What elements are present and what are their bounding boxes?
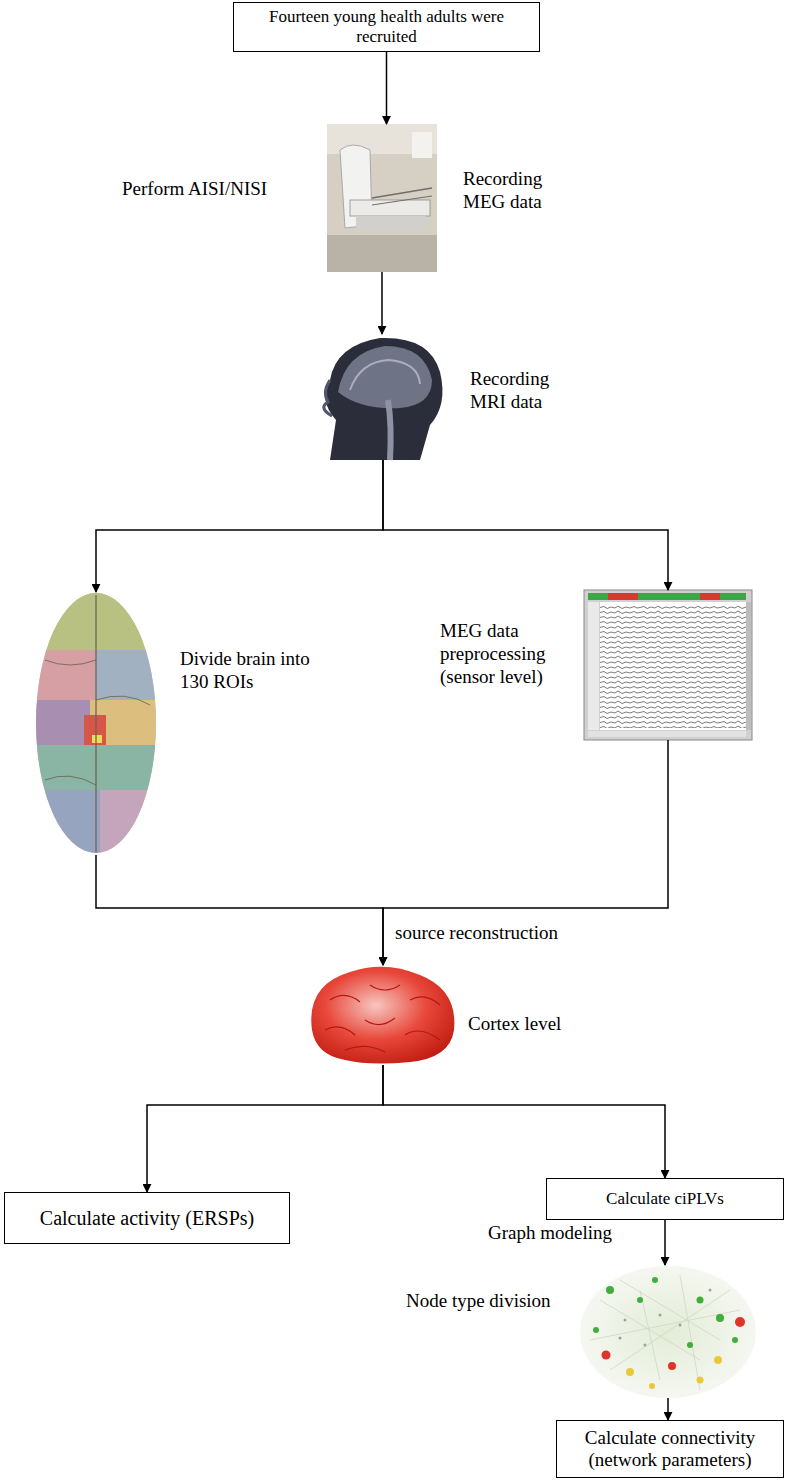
mri-image bbox=[303, 334, 463, 460]
illustration-node: Node type division bbox=[578, 1265, 758, 1398]
box-text: Fourteen young health adults were recrui… bbox=[240, 7, 533, 46]
process-box: Fourteen young health adults were recrui… bbox=[233, 2, 540, 52]
edge-label: Graph modeling bbox=[488, 1222, 612, 1245]
step-label: Node type division bbox=[406, 1290, 574, 1313]
flow-arrow bbox=[383, 460, 668, 590]
flow-arrow bbox=[383, 1065, 665, 1178]
illustration-node: MEG data preprocessing (sensor level) bbox=[584, 590, 752, 740]
flow-arrow bbox=[96, 460, 383, 592]
flow-arrow bbox=[386, 52, 388, 124]
edge-label: source reconstruction bbox=[395, 922, 558, 945]
step-label: MEG data preprocessing (sensor level) bbox=[440, 620, 564, 688]
box-text: Calculate activity (ERSPs) bbox=[40, 1207, 254, 1230]
flow-arrow bbox=[383, 740, 668, 965]
step-label: Recording MRI data bbox=[470, 368, 574, 414]
step-label: Cortex level bbox=[468, 1013, 598, 1036]
process-box: Calculate ciPLVs bbox=[546, 1178, 784, 1220]
illustration-node: Cortex level bbox=[308, 965, 458, 1065]
cortex-render bbox=[311, 967, 454, 1064]
meg-trace-window bbox=[584, 590, 752, 740]
illustration-node: Perform AISI/NISIRecording MEG data bbox=[327, 124, 437, 272]
flow-arrow bbox=[664, 1220, 666, 1265]
flow-arrow bbox=[381, 272, 383, 334]
meg-photo bbox=[327, 124, 437, 272]
flow-arrow bbox=[147, 1065, 383, 1192]
illustration-node: Divide brain into 130 ROIs bbox=[35, 592, 157, 855]
step-label: Divide brain into 130 ROIs bbox=[180, 648, 315, 694]
box-text: Calculate connectivity (network paramete… bbox=[563, 1427, 777, 1471]
graph-network bbox=[580, 1266, 756, 1398]
flow-arrow bbox=[667, 1398, 669, 1420]
process-box: Calculate activity (ERSPs) bbox=[4, 1192, 290, 1244]
step-label: Recording MEG data bbox=[463, 168, 567, 214]
illustration-node: Recording MRI data bbox=[303, 334, 463, 460]
step-label: Perform AISI/NISI bbox=[122, 178, 312, 201]
brain-parcellation bbox=[30, 590, 165, 860]
process-box: Calculate connectivity (network paramete… bbox=[556, 1420, 784, 1478]
box-text: Calculate ciPLVs bbox=[606, 1189, 724, 1209]
flow-arrow bbox=[96, 855, 383, 965]
